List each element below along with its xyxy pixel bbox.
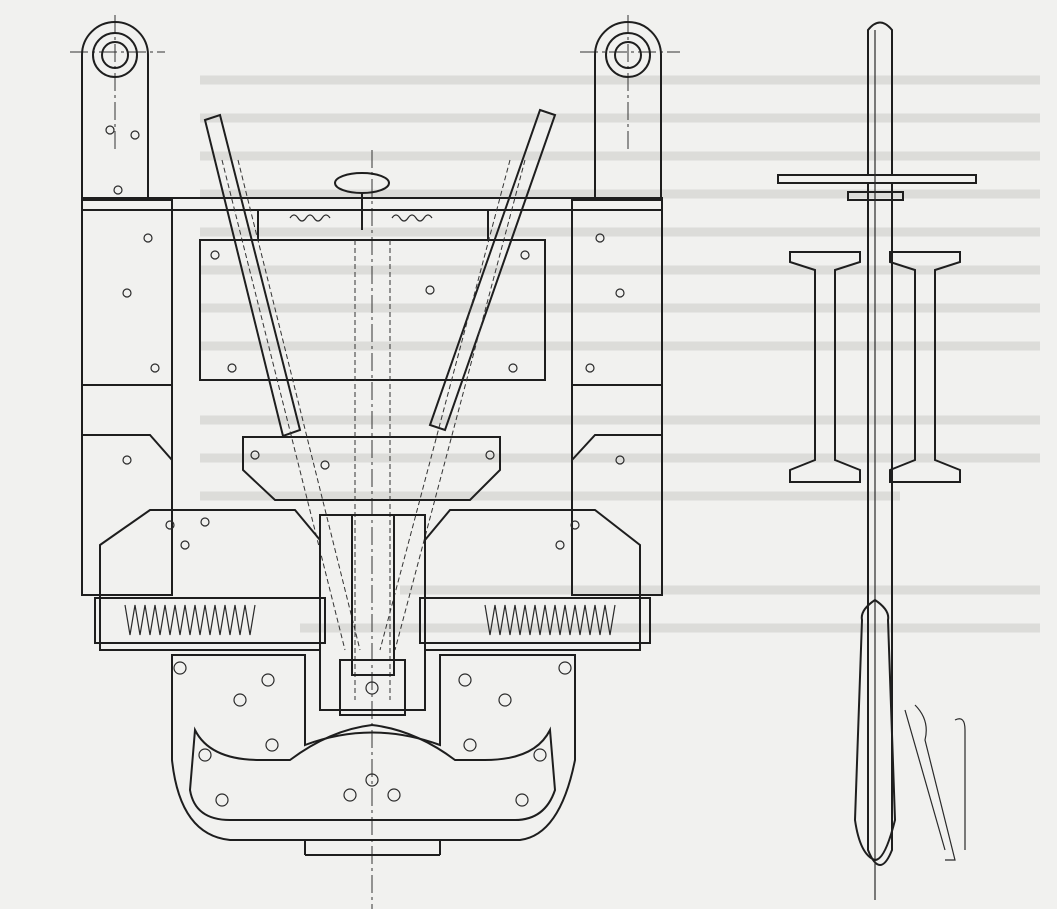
left-spring-housing [94, 509, 326, 651]
right-lifting-eye [594, 21, 662, 201]
side-view [777, 21, 977, 900]
frame [81, 172, 663, 596]
left-lifting-eye [81, 21, 149, 201]
bottom-yoke [171, 654, 576, 856]
suspension-rods [203, 108, 557, 700]
center-lines [70, 15, 680, 909]
show-through-text [200, 75, 1040, 633]
bolts [105, 125, 625, 807]
center-column [319, 514, 426, 716]
